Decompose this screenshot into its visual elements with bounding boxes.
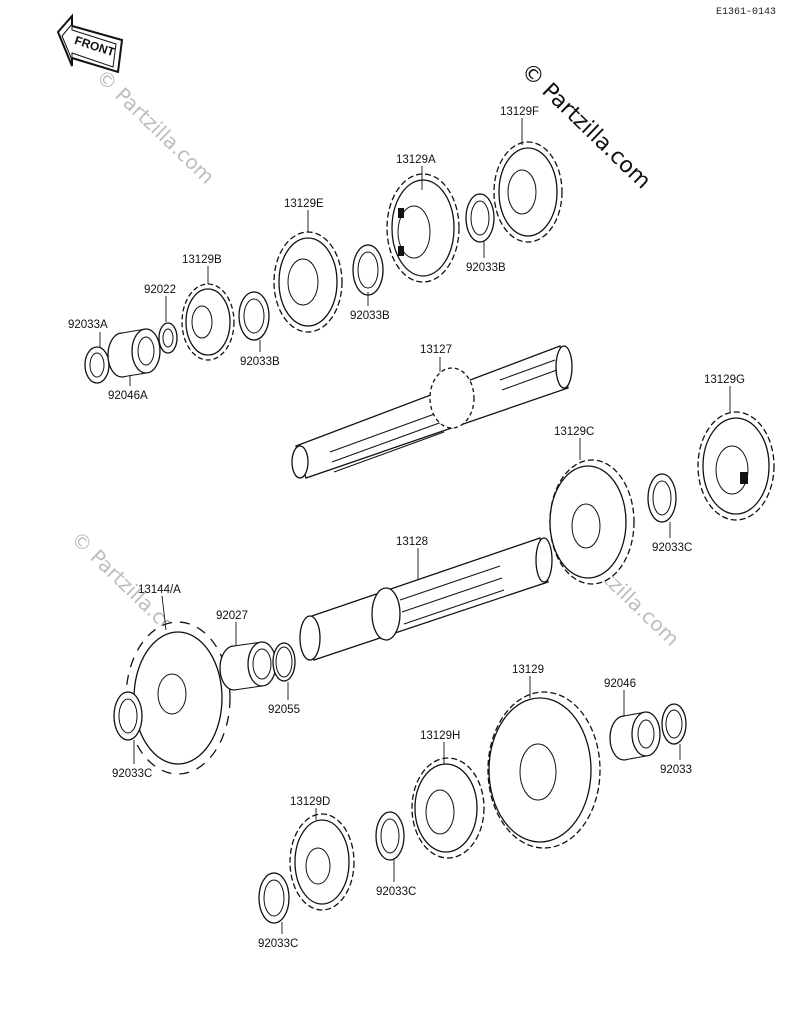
collar-92027[interactable]	[219, 641, 277, 691]
label-13129g: 13129G	[704, 374, 745, 386]
label-13129: 13129	[512, 664, 544, 676]
circlip-92033b-3[interactable]	[238, 291, 270, 341]
label-13129h: 13129H	[420, 730, 460, 742]
circlip-92033c-3[interactable]	[375, 811, 405, 861]
label-92046a: 92046A	[108, 390, 148, 402]
watermark-top-left: © Partzilla.com	[92, 64, 220, 188]
label-92033: 92033	[660, 764, 692, 776]
circlip-92033[interactable]	[661, 703, 687, 745]
circlip-92033c-1[interactable]	[647, 473, 677, 523]
label-92022: 92022	[144, 284, 176, 296]
o-ring-92055[interactable]	[272, 642, 296, 682]
part-labels: 13129F 13129A 92033B 13129E 92033B 13129…	[68, 106, 745, 950]
front-arrow-icon: FRONT	[56, 13, 124, 74]
diagram-code: E1361-0143	[716, 7, 776, 18]
label-13129f: 13129F	[500, 106, 539, 118]
shaft-13127[interactable]	[291, 345, 573, 479]
label-13129b: 13129B	[182, 254, 222, 266]
label-92033a: 92033A	[68, 319, 108, 331]
gear-13129c[interactable]	[549, 459, 635, 585]
label-13129d: 13129D	[290, 796, 330, 808]
gear-13129h[interactable]	[411, 757, 485, 859]
gear-13129d[interactable]	[289, 813, 355, 911]
washer-92022[interactable]	[158, 322, 178, 354]
shaft-13128[interactable]	[299, 537, 553, 661]
circlip-92033a[interactable]	[84, 346, 110, 384]
label-92055: 92055	[268, 704, 300, 716]
label-92033c-2: 92033C	[112, 768, 152, 780]
circlip-92033c-2[interactable]	[113, 691, 143, 741]
label-92033b-3: 92033B	[240, 356, 280, 368]
gear-13129[interactable]	[487, 691, 601, 849]
gear-13129g[interactable]	[697, 411, 775, 521]
gear-13129b[interactable]	[181, 283, 235, 361]
circlip-92033b-1[interactable]	[465, 193, 495, 243]
label-13129a: 13129A	[396, 154, 436, 166]
label-92033b-2: 92033B	[350, 310, 390, 322]
label-13144a: 13144/A	[138, 584, 181, 596]
gear-13129a[interactable]	[386, 173, 460, 283]
label-13127: 13127	[420, 344, 452, 356]
label-13129c: 13129C	[554, 426, 594, 438]
label-92033c-3: 92033C	[376, 886, 416, 898]
needle-bearing-92046[interactable]	[609, 711, 661, 761]
label-13128: 13128	[396, 536, 428, 548]
circlip-92033c-4[interactable]	[258, 872, 290, 924]
label-13129e: 13129E	[284, 198, 324, 210]
gear-13129e[interactable]	[273, 231, 343, 333]
circlip-92033b-2[interactable]	[352, 244, 384, 296]
needle-bearing-92046a[interactable]	[107, 328, 161, 378]
leader-lines	[99, 118, 731, 934]
label-92033c-4: 92033C	[258, 938, 298, 950]
label-92027: 92027	[216, 610, 248, 622]
label-92033b-1: 92033B	[466, 262, 506, 274]
label-92046: 92046	[604, 678, 636, 690]
sprocket-13144a[interactable]	[125, 621, 231, 775]
label-92033c-1: 92033C	[652, 542, 692, 554]
gear-13129f[interactable]	[493, 141, 563, 243]
